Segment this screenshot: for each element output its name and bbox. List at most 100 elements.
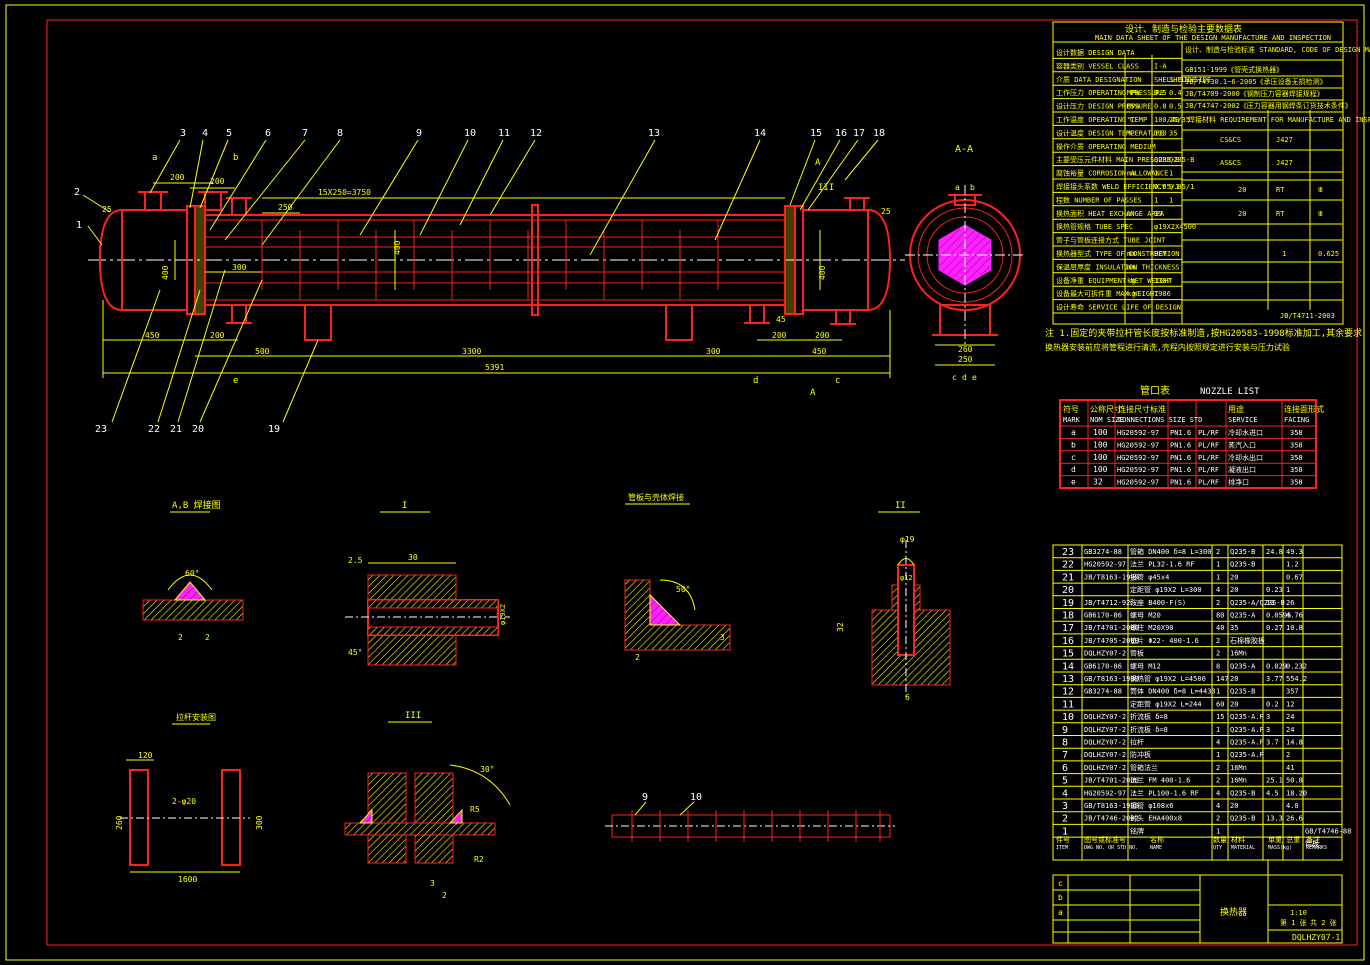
drawing-number: DQLHZY07-1 [1292, 933, 1340, 942]
design-row-unit: kg [1127, 277, 1135, 285]
parts-header-en-w: MASS(kg) [1268, 845, 1292, 851]
callout-17: 17 [853, 128, 865, 139]
part-name: 定距管 φ19X2 L=300 [1130, 585, 1202, 594]
part-unit-mass: 0.029 [1266, 662, 1287, 670]
design-table-title: 设计、制造与检验主要数据表 [1125, 23, 1242, 35]
design-row-label: 工作温度 OPERATING TEMP [1056, 115, 1147, 124]
design-row-shell: I-A [1154, 62, 1167, 70]
design-row-tube: 25/35 [1169, 116, 1190, 124]
part-name: 法兰 FM 400-1.6 [1130, 776, 1190, 785]
part-number: 5 [1062, 776, 1068, 787]
design-row-shell: 1307 [1154, 277, 1171, 285]
design-note-1: 注 1.固定的夹带拉杆管长度按标准制造,按HG20583-1998标准加工,其余… [1045, 327, 1362, 339]
part-unit-mass: 3.7 [1266, 739, 1279, 747]
part-name: 管箱法兰 [1130, 763, 1158, 772]
part-qty: 80 [1216, 612, 1224, 620]
design-right-cell: RT [1276, 186, 1285, 194]
nozzle-mark-b: b [233, 153, 238, 163]
design-row-shell: SHELL SIDE [1154, 76, 1196, 84]
design-row-label: 工作压力 OPERATING PRESSURE [1056, 88, 1164, 97]
design-row-unit: mm [1127, 170, 1135, 178]
parts-header-en-qty: QTY [1213, 845, 1222, 851]
part-qty: 2 [1216, 815, 1220, 823]
callout-20: 20 [192, 424, 204, 435]
part-total-mass: 554.2 [1286, 675, 1307, 683]
design-row-label: 程数 NUMBER OF PASSES [1056, 195, 1142, 204]
design-row-label: 设计数据 DESIGN DATA [1056, 48, 1135, 57]
title-block-text: c b a 换热器 DQLHZY07-1 1:10 第 1 张 共 2 张 [1058, 879, 1340, 942]
detail-i-19: φ19X2 [499, 604, 507, 625]
section-dim-250: 250 [958, 355, 973, 364]
part-name: 折流板 δ=8 [1130, 725, 1168, 734]
callout-16: 16 [835, 128, 847, 139]
design-right-cell: JB/T4709-2000《钢制压力容器焊接规程》 [1185, 89, 1324, 98]
weld-detail-title: 管板与壳体焊接 [628, 492, 684, 502]
design-row-unit: mm [1127, 263, 1135, 271]
callout-numbers: 1 2 3 4 5 6 7 8 9 10 11 12 13 14 15 16 1… [74, 128, 885, 435]
part-name: 螺母 M12 [1130, 661, 1161, 670]
part-qty: 4 [1216, 802, 1220, 810]
part-total-mass: 4.0 [1286, 802, 1299, 810]
detail-ii-6: 6 [905, 693, 910, 702]
part-number: 8 [1062, 738, 1068, 749]
part-unit-mass: 4.5 [1266, 789, 1279, 797]
part-qty: 1 [1216, 827, 1220, 835]
part-name: 螺母 M20 [1130, 611, 1161, 620]
nozzle-length: 358 [1290, 466, 1303, 474]
callout-15: 15 [810, 128, 822, 139]
part-number: 18 [1062, 611, 1074, 622]
nozzle-size: 100 [1093, 440, 1108, 449]
part-name: 法兰 PL100-1.6 RF [1130, 788, 1199, 797]
design-right-cell: 0.625 [1318, 250, 1339, 258]
nozzle-pn: PN1.6 [1170, 479, 1191, 487]
nozzle-mark-d: d [753, 376, 758, 386]
callout-3: 3 [180, 128, 186, 139]
part-material: Q235-A [1230, 662, 1256, 670]
callout-5: 5 [226, 128, 232, 139]
nozzle-face: PL/RF [1198, 454, 1219, 462]
callout-9: 9 [416, 128, 422, 139]
design-right-cell: Ⅲ [1318, 210, 1323, 218]
part-standard: GB6170-86 [1084, 662, 1122, 670]
parts-header-en-remark: REMARKS [1306, 845, 1327, 851]
design-row-label: 管子与管板连接方式 TUBE JOINT [1056, 236, 1166, 245]
callout-7: 7 [302, 128, 308, 139]
nozzle-size: 100 [1093, 453, 1108, 462]
part-unit-mass: 0.27 [1266, 624, 1283, 632]
part-standard: JB/T4701-2000 [1084, 624, 1139, 632]
detail-ii-phi19: φ19 [900, 535, 915, 544]
part-qty: 60 [1216, 700, 1224, 708]
part-number: 3 [1062, 801, 1068, 812]
nozzle-header-en: FACING [1284, 416, 1309, 424]
parts-header-qty: 数量 [1213, 835, 1227, 844]
dim-5391: 5391 [485, 363, 504, 372]
nozzle-pn: PN1.6 [1170, 466, 1191, 474]
parts-header-mat: 材料 [1231, 835, 1245, 844]
design-row-shell: Q235-B [1154, 156, 1179, 164]
nozzle-header: 公称尺寸 [1090, 404, 1122, 414]
detail-ab-angle: 60° [185, 569, 199, 578]
part-number: 7 [1062, 750, 1068, 761]
rev-b: b [1058, 893, 1063, 902]
dim-45: 45 [776, 315, 786, 324]
part-qty: 147 [1216, 675, 1229, 683]
part-material: Q235-B [1230, 561, 1255, 569]
rod-callout-9: 9 [642, 792, 648, 803]
nozzle-face: PL/RF [1198, 479, 1219, 487]
part-standard: GB/T8163-1999 [1084, 802, 1139, 810]
outer-frame [5, 4, 1365, 961]
part-number: 10 [1062, 712, 1074, 723]
part-number: 4 [1062, 788, 1068, 799]
detail-ii-title: II [895, 501, 906, 511]
parts-header-w: 单重 总重 [1268, 835, 1300, 844]
part-material: Q235-A [1230, 612, 1256, 620]
part-number: 16 [1062, 636, 1074, 647]
detail-iii-r2: R2 [474, 855, 484, 864]
nozzle-mark: e [1071, 478, 1076, 487]
detail-ab-dim2b: 2 [205, 633, 210, 642]
design-row-shell: 1 [1154, 196, 1158, 204]
part-standard: DQLHZY07-2 [1084, 713, 1126, 721]
